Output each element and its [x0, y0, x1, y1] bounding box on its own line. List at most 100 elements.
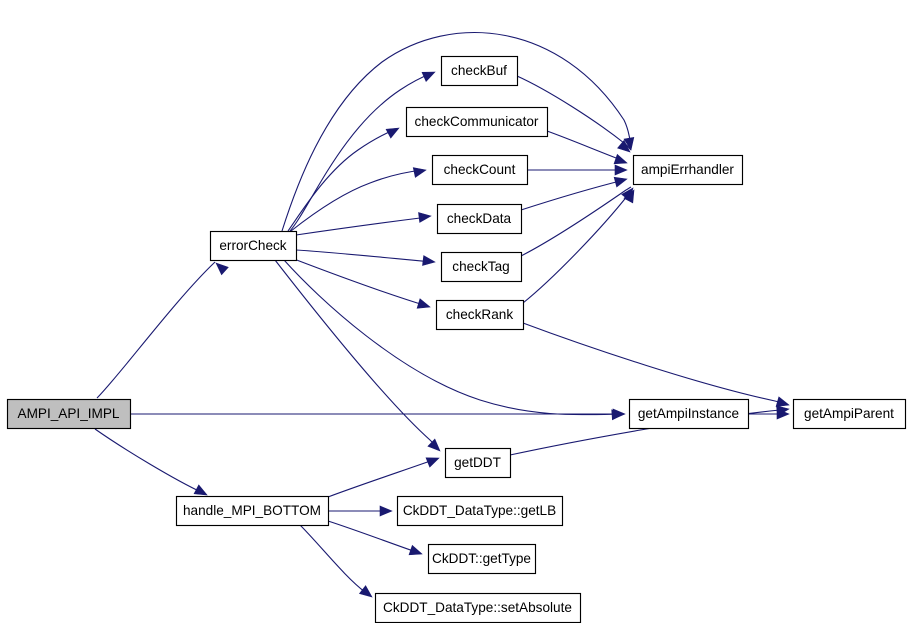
arrow-triangle — [193, 484, 208, 496]
edge-checktag-to-ampierrhandler — [520, 186, 632, 257]
arrowhead-errorcheck-to-checktag — [422, 255, 436, 266]
edge-errorcheck-to-checkrank — [293, 258, 428, 307]
arrow-triangle — [421, 71, 436, 82]
node-box-getampiparent[interactable] — [792, 398, 907, 430]
node-label-ampierrhandler: ampiErrhandler — [641, 162, 734, 177]
node-checkrank[interactable]: checkRank — [435, 299, 525, 331]
edge-handle_mpi_bottom-to-ckddt_setabsolute — [299, 524, 371, 597]
arrow-triangle — [623, 189, 635, 204]
arrow-triangle — [215, 262, 229, 276]
arrowhead-checkcount-to-ampierrhandler — [614, 164, 628, 176]
node-checktag[interactable]: checkTag — [440, 251, 523, 283]
node-ckddt_gettype[interactable]: CkDDT::getType — [427, 543, 537, 575]
arrowhead-handle_mpi_bottom-to-ckddt_getlb — [379, 505, 393, 517]
node-checkbuf[interactable]: checkBuf — [440, 55, 519, 87]
arrowheads-layer — [193, 71, 790, 598]
node-label-checkcount: checkCount — [444, 162, 516, 177]
node-label-checkbuf: checkBuf — [451, 63, 507, 78]
arrowhead-checkrank-to-ampierrhandler — [623, 189, 635, 204]
node-label-ampi_api_impl: AMPI_API_IMPL — [18, 406, 120, 421]
node-label-checkrank: checkRank — [446, 307, 513, 322]
node-box-checkdata[interactable] — [436, 203, 523, 235]
node-label-ckddt_getlb: CkDDT_DataType::getLB — [403, 503, 556, 518]
node-handle_mpi_bottom[interactable]: handle_MPI_BOTTOM — [175, 495, 330, 527]
node-getampiinstance[interactable]: getAmpiInstance — [628, 398, 750, 430]
arrow-triangle — [358, 585, 373, 598]
node-checkcount[interactable]: checkCount — [431, 154, 529, 186]
arrowhead-ampi_api_impl-to-handle_mpi_bottom — [193, 484, 208, 496]
node-ampi_api_impl[interactable]: AMPI_API_IMPL — [6, 398, 132, 430]
arrowhead-checkdata-to-ampierrhandler — [613, 176, 628, 188]
node-getampiparent[interactable]: getAmpiParent — [792, 398, 907, 430]
node-label-ckddt_setabsolute: CkDDT_DataType::setAbsolute — [383, 600, 572, 615]
node-box-ckddt_getlb[interactable] — [396, 495, 564, 527]
node-ampierrhandler[interactable]: ampiErrhandler — [632, 154, 744, 186]
node-label-getampiinstance: getAmpiInstance — [638, 406, 739, 421]
node-box-checkcommunicator[interactable] — [405, 106, 549, 138]
edge-errorcheck-to-checkcommunicator — [287, 128, 397, 232]
edge-ampi_api_impl-to-errorcheck — [96, 261, 216, 399]
arrowhead-errorcheck-to-checkbuf — [421, 71, 436, 82]
arrowhead-handle_mpi_bottom-to-ckddt_gettype — [408, 544, 423, 556]
node-box-handle_mpi_bottom[interactable] — [175, 495, 330, 527]
arrow-triangle — [427, 438, 441, 452]
node-box-ampierrhandler[interactable] — [632, 154, 744, 186]
edge-checkbuf-to-ampierrhandler — [516, 75, 632, 151]
arrow-triangle — [623, 136, 635, 151]
node-box-checkrank[interactable] — [435, 299, 525, 331]
node-label-errorcheck: errorCheck — [219, 238, 286, 253]
node-label-getampiparent: getAmpiParent — [804, 406, 894, 421]
node-box-checkcount[interactable] — [431, 154, 529, 186]
nodes-layer: AMPI_API_IMPL errorCheck checkBuf checkComm… — [6, 55, 907, 623]
arrow-triangle — [617, 139, 631, 153]
arrow-triangle — [379, 505, 393, 517]
edge-errorcheck-to-checkdata — [295, 216, 429, 236]
arrow-triangle — [422, 255, 436, 266]
node-checkdata[interactable]: checkData — [436, 203, 523, 235]
node-label-handle_mpi_bottom: handle_MPI_BOTTOM — [183, 503, 321, 518]
node-label-ckddt_gettype: CkDDT::getType — [432, 551, 531, 566]
arrow-triangle — [614, 164, 628, 176]
arrowhead-handle_mpi_bottom-to-ckddt_setabsolute — [358, 585, 373, 598]
node-box-ckddt_gettype[interactable] — [427, 543, 537, 575]
node-ckddt_setabsolute[interactable]: CkDDT_DataType::setAbsolute — [374, 592, 582, 623]
arrowhead-handle_mpi_bottom-to-getddt — [425, 457, 440, 468]
node-box-checkbuf[interactable] — [440, 55, 519, 87]
edge-checkdata-to-ampierrhandler — [520, 179, 625, 211]
edge-handle_mpi_bottom-to-ckddt_gettype — [327, 520, 420, 554]
arrow-triangle — [416, 298, 431, 309]
edge-errorcheck-to-getddt — [274, 259, 439, 450]
node-getddt[interactable]: getDDT — [444, 447, 512, 479]
arrow-triangle — [418, 212, 432, 223]
edge-errorcheck-to-checkcount — [290, 169, 424, 232]
arrowhead-errorcheck-to-getampiinstance — [611, 409, 625, 421]
arrowhead-errorcheck-to-checkrank — [416, 298, 431, 309]
arrow-triangle — [385, 127, 400, 139]
node-box-getampiinstance[interactable] — [628, 398, 750, 430]
node-box-getddt[interactable] — [444, 447, 512, 479]
node-box-checktag[interactable] — [440, 251, 523, 283]
edge-errorcheck-to-checktag — [295, 249, 433, 263]
node-errorcheck[interactable]: errorCheck — [209, 230, 298, 262]
node-label-getddt: getDDT — [454, 455, 501, 470]
edge-errorcheck-to-ampierrhandler — [281, 31, 632, 232]
node-box-ckddt_setabsolute[interactable] — [374, 592, 582, 623]
node-label-checkdata: checkData — [447, 211, 512, 226]
arrowhead-checkrank-to-getampiparent — [775, 396, 790, 407]
arrowhead-ampi_api_impl-to-errorcheck — [215, 262, 229, 276]
arrowhead-checkbuf-to-ampierrhandler — [617, 139, 631, 153]
arrow-triangle — [776, 405, 790, 417]
node-box-errorcheck[interactable] — [209, 230, 298, 262]
arrowhead-errorcheck-to-ampierrhandler — [623, 136, 635, 151]
arrowhead-errorcheck-to-checkcount — [412, 167, 427, 178]
edge-errorcheck-to-getampiinstance — [283, 259, 622, 416]
arrowhead-errorcheck-to-checkdata — [418, 212, 432, 223]
node-checkcommunicator[interactable]: checkCommunicator — [405, 106, 549, 138]
node-ckddt_getlb[interactable]: CkDDT_DataType::getLB — [396, 495, 564, 527]
node-box-ampi_api_impl[interactable] — [6, 398, 132, 430]
arrowhead-errorcheck-to-getddt — [427, 438, 441, 452]
edge-handle_mpi_bottom-to-getddt — [327, 458, 437, 498]
arrow-triangle — [425, 457, 440, 468]
